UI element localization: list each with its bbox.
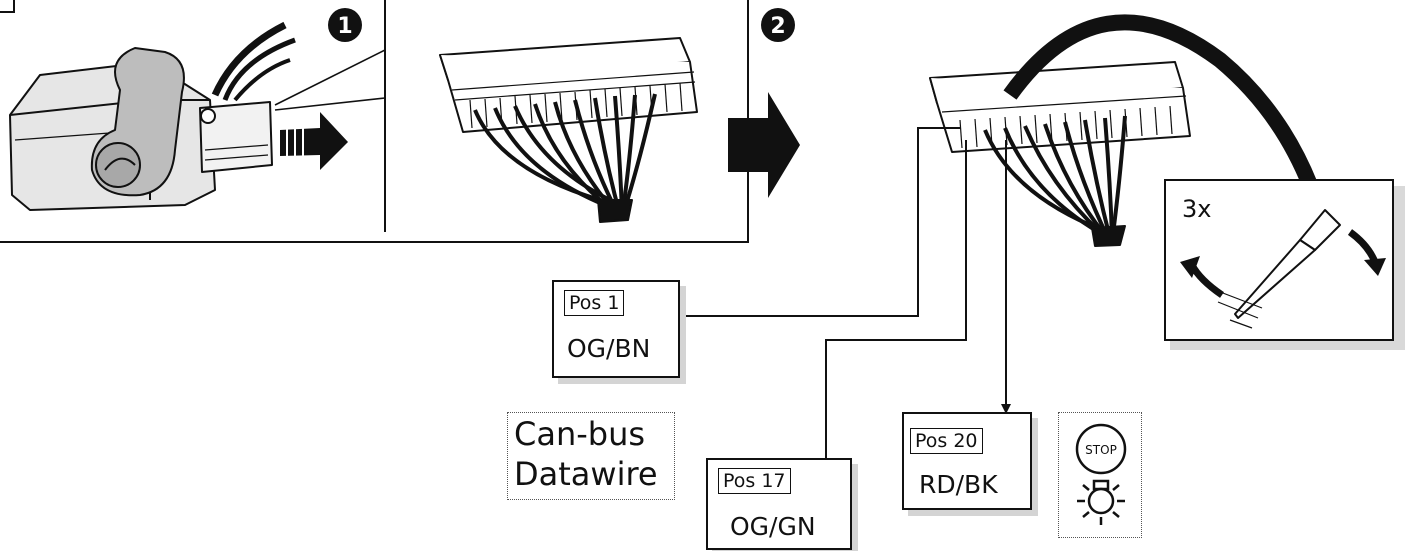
callout-pos-17: Pos 17 OG/GN <box>706 458 852 550</box>
pos-1-color-code: OG/BN <box>567 334 651 363</box>
connector-step-2 <box>929 14 1318 247</box>
stop-lamp-icon: STOP <box>1075 423 1127 525</box>
can-bus-note: Can-bus Datawire <box>507 412 675 500</box>
stop-sign-text: STOP <box>1085 443 1117 457</box>
next-step-arrow <box>728 92 800 198</box>
step-2-badge: 2 <box>761 8 795 42</box>
pin-leader-lines <box>676 127 1011 468</box>
zoomed-connector-step-1 <box>439 37 698 223</box>
release-tool-inset: 3x <box>1164 179 1405 350</box>
step-1-badge: 1 <box>328 8 362 42</box>
pos-17-color-code: OG/GN <box>730 512 816 541</box>
step-2-number: 2 <box>770 14 785 39</box>
can-bus-line-2: Datawire <box>514 455 658 493</box>
stop-lamp-note: STOP <box>1058 412 1142 538</box>
bulb-icon <box>1077 479 1125 525</box>
pos-1-label: Pos 1 <box>564 290 625 316</box>
zoom-indicator-lines <box>274 49 386 111</box>
pos-20-label: Pos 20 <box>910 428 983 454</box>
corner-reference-icon <box>0 0 15 13</box>
pos-17-label: Pos 17 <box>718 468 791 494</box>
callout-pos-1: Pos 1 OG/BN <box>552 280 680 378</box>
connector-housing-illustration <box>9 21 296 211</box>
pos-20-color-code: RD/BK <box>919 470 998 499</box>
tool-repeat-count: 3x <box>1182 195 1211 223</box>
release-tool-icon <box>1214 209 1341 329</box>
push-direction-arrow <box>280 112 348 170</box>
callout-pos-20: Pos 20 RD/BK <box>902 412 1032 510</box>
step-1-number: 1 <box>337 14 352 39</box>
step-1-panel <box>0 0 749 243</box>
can-bus-line-1: Can-bus <box>514 415 646 453</box>
